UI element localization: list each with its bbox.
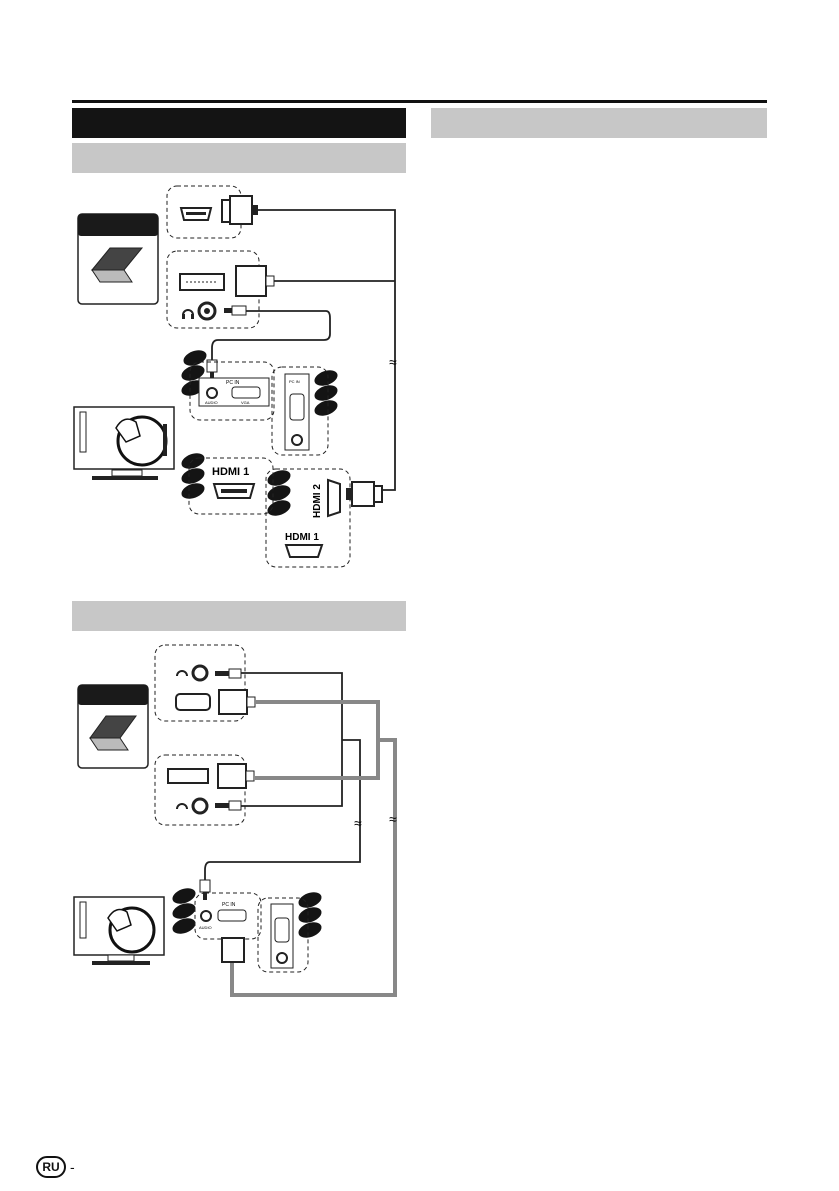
tv-hdmi1-small-port-icon [284, 544, 324, 558]
tv-audio-jack-icon [206, 387, 218, 399]
audio-label-2: AUDIO [199, 925, 212, 930]
dvi-plug-icon-2 [217, 763, 247, 789]
pc-in-vertical-label: PC IN [289, 379, 300, 384]
tv-hdmi1-box [188, 457, 274, 515]
audio-cable [211, 310, 331, 362]
tv-pcin-box-horizontal [189, 361, 275, 421]
pc-dvi-port-icon-2 [167, 768, 209, 784]
mini-jack-plug-icon [224, 305, 247, 316]
audio-cable-to-tv [204, 739, 361, 882]
language-badge: RU [36, 1156, 66, 1178]
laptop-icon [77, 213, 159, 305]
top-rule [72, 100, 767, 103]
dvi-port-icon [179, 273, 225, 291]
audio-label: AUDIO [205, 400, 218, 405]
tv-pcin-box-vertical [271, 366, 329, 456]
tv-hdmi2-port-icon [327, 478, 341, 518]
tv-back-illustration-2 [73, 896, 165, 965]
headphone-icon-2 [176, 670, 188, 677]
tv-vga-vertical-port-icon [289, 393, 305, 421]
cable-break-mark-2: ≈ [354, 815, 362, 831]
right-section-header-bar [431, 108, 767, 138]
audio-plug-icon [206, 359, 218, 382]
hdmi1-label: HDMI 1 [212, 466, 249, 478]
pc-in-label-2: PC IN [222, 902, 236, 908]
page-separator: - [70, 1159, 75, 1175]
tv-back-illustration [73, 406, 175, 480]
subsection-bar-1 [72, 143, 406, 173]
headphone-icon [182, 309, 194, 319]
hdmi1-small-label: HDMI 1 [285, 532, 319, 543]
vga-plug-icon [218, 689, 248, 715]
audio-cable-2 [241, 672, 343, 807]
pc-audio-jack-icon [191, 664, 209, 682]
vga-label: VGA [241, 400, 250, 405]
tv-vga-plug-icon [221, 937, 245, 963]
hdmi-cable [258, 209, 396, 491]
headphone-icon-3 [176, 803, 188, 810]
hdmi2-label: HDMI 2 [312, 484, 323, 518]
tv-hdmi2-box [265, 468, 351, 568]
subsection-bar-2 [72, 601, 406, 631]
tv-hdmi-plug-icon [346, 481, 383, 507]
page-footer: RU - [36, 1155, 75, 1179]
cable-break-mark-3: ≈ [389, 811, 397, 827]
tv-pcin-box-vertical-2 [257, 897, 309, 973]
section-header-bar [72, 108, 406, 138]
hdmi-plug-icon [221, 195, 258, 225]
pc-audio-jack-icon-2 [191, 797, 209, 815]
step-markers-2 [172, 888, 322, 938]
tv-vga-port-icon [231, 386, 261, 399]
laptop-icon-2 [77, 684, 149, 769]
pc-vga-port-icon [175, 693, 211, 711]
tv-audio-vertical-jack-icon [291, 434, 303, 446]
vga-cable-to-tv [230, 738, 397, 997]
pc-dvi-audio-box-2 [154, 754, 246, 826]
pc-dvi-audio-port-box [166, 250, 260, 329]
hdmi-port-icon [179, 207, 213, 221]
cable-break-mark: ≈ [389, 354, 397, 370]
dvi-plug-icon [235, 265, 275, 297]
pc-in-label: PC IN [226, 380, 240, 386]
pc-vga-audio-box [154, 644, 246, 722]
